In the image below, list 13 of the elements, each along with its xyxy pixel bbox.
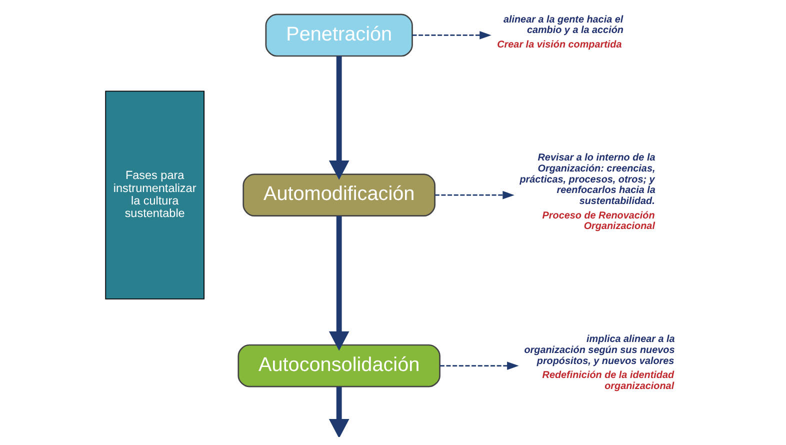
arrow [412, 31, 491, 40]
node-box: Fases para instrumentalizar la cultura sustentable [104, 90, 204, 300]
arrow [328, 386, 349, 437]
arrow [439, 362, 518, 370]
node-box: Autoconsolidación [237, 344, 440, 388]
arrow [328, 216, 349, 351]
node-text: implica alinear a la organización según sus nuevos propósitos, y nuevos valores Redefinición de la identidad organizacional [524, 334, 674, 392]
node-box: Penetración [264, 14, 412, 57]
arrow [328, 56, 349, 180]
arrow [434, 190, 514, 200]
node-box: Automodificación [242, 174, 435, 217]
node-text: alinear a la gente hacia el cambio y a la acción Crear la visión compartida [496, 14, 623, 51]
node-text: Revisar a lo interno de la Organización: creencias, prácticas, procesos, otros; y reenfocarlos hacia la sustentabilidad. Proceso de Renovación Organizacional [519, 152, 655, 232]
